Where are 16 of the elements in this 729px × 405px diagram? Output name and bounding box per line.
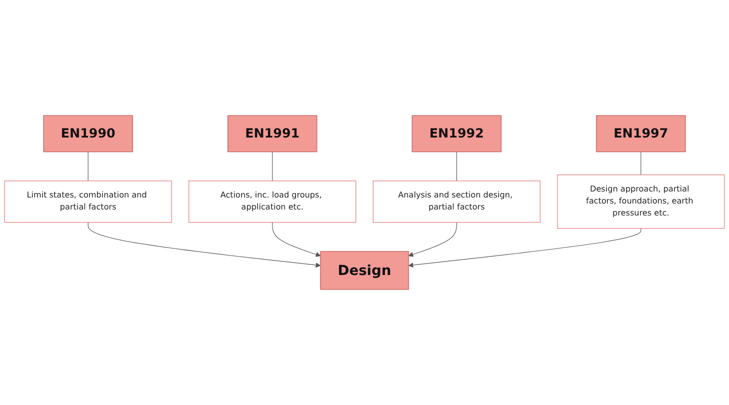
connector xyxy=(456,152,457,182)
node-box: Design approach, partial factors, foundations, earth pressures etc. xyxy=(557,174,725,229)
arrow xyxy=(88,222,321,268)
connector xyxy=(272,152,273,182)
node-box: EN1992 xyxy=(412,115,502,152)
node-box: Limit states, combination and partial factors xyxy=(4,180,172,223)
arrow xyxy=(408,228,642,268)
node-box: EN1991 xyxy=(228,115,318,152)
arrow xyxy=(408,222,457,257)
node-box: EN1997 xyxy=(596,115,686,152)
node-box: Actions, inc. load groups, application etc. xyxy=(188,180,356,223)
node-box: Analysis and section design, partial factors xyxy=(372,180,540,223)
node-box: Design xyxy=(320,251,409,290)
connector xyxy=(640,152,642,176)
arrow xyxy=(272,222,321,257)
node-box: EN1990 xyxy=(43,115,133,152)
